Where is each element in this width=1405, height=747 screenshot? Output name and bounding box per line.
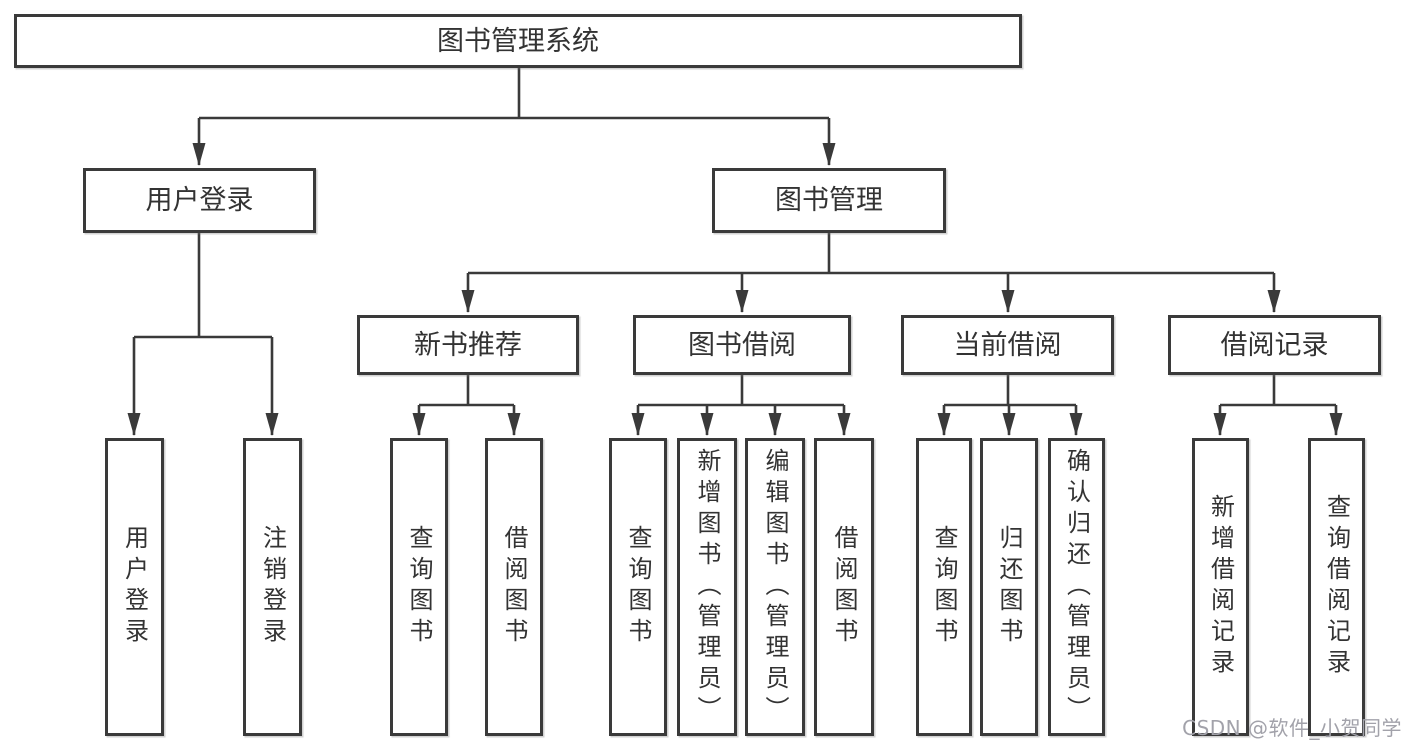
node-label: 查询图书 bbox=[624, 525, 652, 649]
node-leaf-add-borrow-record: 新增借阅记录 bbox=[1192, 438, 1249, 736]
node-leaf-borrow-books-1: 借阅图书 bbox=[485, 438, 543, 736]
node-leaf-query-books-3: 查询图书 bbox=[916, 438, 972, 736]
node-label: 归还图书 bbox=[995, 525, 1023, 649]
node-label: 查询图书 bbox=[930, 525, 958, 649]
node-label: 新增图书（管理员） bbox=[693, 447, 721, 727]
node-label: 注销登录 bbox=[258, 525, 287, 649]
node-label: 图书管理 bbox=[775, 185, 883, 216]
connector-arrows bbox=[127, 118, 1343, 436]
node-leaf-query-borrow-record: 查询借阅记录 bbox=[1308, 438, 1365, 736]
node-label: 用户登录 bbox=[145, 185, 254, 216]
node-leaf-logout: 注销登录 bbox=[243, 438, 302, 736]
node-book-borrowing: 图书借阅 bbox=[633, 315, 851, 375]
node-label: 图书借阅 bbox=[688, 329, 796, 361]
node-label: 借阅图书 bbox=[830, 525, 858, 649]
node-label: 借阅图书 bbox=[500, 525, 528, 649]
node-user-login: 用户登录 bbox=[83, 168, 316, 233]
node-leaf-confirm-return-admin: 确认归还（管理员） bbox=[1048, 438, 1105, 736]
node-leaf-edit-books-admin: 编辑图书（管理员） bbox=[745, 438, 805, 736]
node-current-borrowing: 当前借阅 bbox=[901, 315, 1114, 375]
node-book-management: 图书管理 bbox=[712, 168, 946, 233]
node-leaf-query-books-1: 查询图书 bbox=[390, 438, 448, 736]
node-label: 图书管理系统 bbox=[437, 25, 599, 57]
node-label: 查询借阅记录 bbox=[1322, 494, 1351, 680]
node-leaf-query-books-2: 查询图书 bbox=[609, 438, 667, 736]
connector-trunks bbox=[134, 68, 1336, 407]
node-label: 确认归还（管理员） bbox=[1062, 447, 1091, 727]
node-label: 编辑图书（管理员） bbox=[761, 447, 789, 727]
node-leaf-borrow-books-2: 借阅图书 bbox=[814, 438, 874, 736]
node-label: 当前借阅 bbox=[953, 329, 1062, 361]
node-new-book-recommendation: 新书推荐 bbox=[357, 315, 579, 375]
node-label: 借阅记录 bbox=[1220, 329, 1329, 361]
node-label: 新书推荐 bbox=[414, 329, 522, 361]
node-leaf-add-books-admin: 新增图书（管理员） bbox=[677, 438, 737, 736]
node-leaf-user-login: 用户登录 bbox=[105, 438, 164, 736]
node-label: 查询图书 bbox=[405, 525, 433, 649]
node-book-management-system: 图书管理系统 bbox=[14, 14, 1022, 68]
node-borrowing-records: 借阅记录 bbox=[1168, 315, 1381, 375]
node-label: 新增借阅记录 bbox=[1206, 494, 1235, 680]
csdn-watermark: CSDN @软件_小贺同学 bbox=[1182, 716, 1402, 740]
node-label: 用户登录 bbox=[120, 525, 149, 649]
node-leaf-return-books: 归还图书 bbox=[980, 438, 1038, 736]
